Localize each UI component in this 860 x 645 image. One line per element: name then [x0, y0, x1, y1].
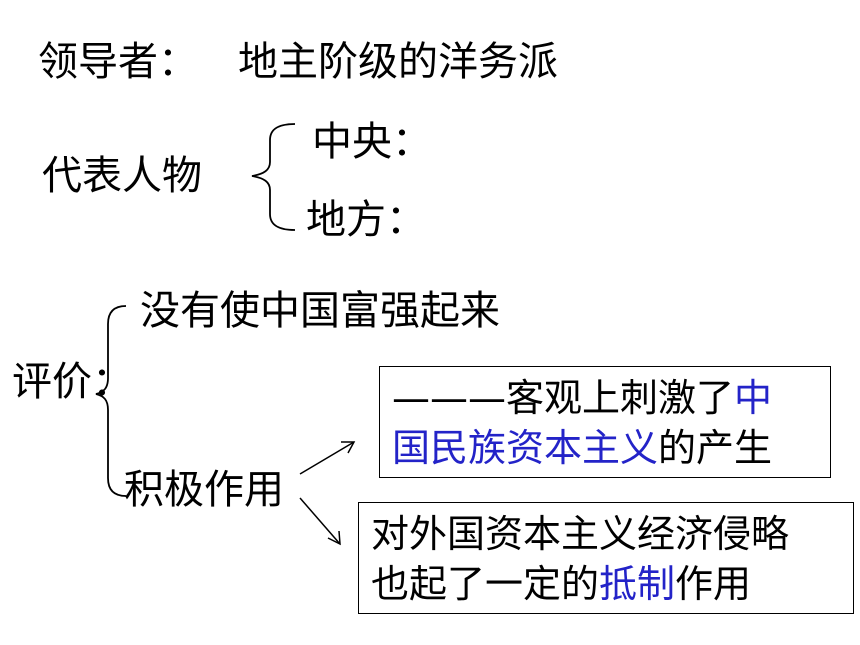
leader-label: 领导者： — [38, 39, 198, 85]
evaluation-label: 评价： — [12, 359, 132, 405]
evaluation-failure: 没有使中国富强起来 — [140, 288, 500, 334]
effect-box-1-prefix: ———客观上刺激了 — [392, 376, 735, 420]
arrow-to-box-1-head — [341, 441, 356, 454]
arrow-to-box-2 — [299, 497, 341, 545]
effect-box-domestic-capitalism: ———客观上刺激了中 国民族资本主义的产生 — [379, 366, 831, 478]
evaluation-positive: 积极作用 — [124, 467, 284, 513]
representatives-label: 代表人物 — [42, 153, 202, 199]
effect-box-1-highlight-1: 中 — [734, 376, 773, 420]
brace-representatives — [251, 123, 296, 231]
arrow-to-box-2-head — [327, 530, 341, 546]
representative-central: 中央： — [312, 119, 432, 165]
effect-box-1-line-1: ———客观上刺激了中 — [392, 379, 772, 417]
effect-box-1-suffix: 的产生 — [658, 426, 773, 470]
representative-local: 地方： — [306, 197, 426, 243]
effect-box-1-highlight-2: 国民族资本主义 — [392, 426, 659, 470]
effect-box-2-line-2: 也起了一定的抵制作用 — [371, 565, 751, 603]
effect-box-2-highlight: 抵制 — [599, 562, 676, 606]
effect-box-2-line-1: 对外国资本主义经济侵略 — [371, 512, 790, 556]
effect-box-resist-foreign-capital: 对外国资本主义经济侵略 也起了一定的抵制作用 — [358, 502, 854, 614]
arrow-to-box-1 — [299, 441, 355, 475]
effect-box-1-line-2: 国民族资本主义的产生 — [392, 429, 772, 467]
effect-box-2-prefix: 也起了一定的 — [371, 562, 600, 606]
leader-value: 地主阶级的洋务派 — [238, 39, 558, 85]
effect-box-2-suffix: 作用 — [675, 562, 752, 606]
